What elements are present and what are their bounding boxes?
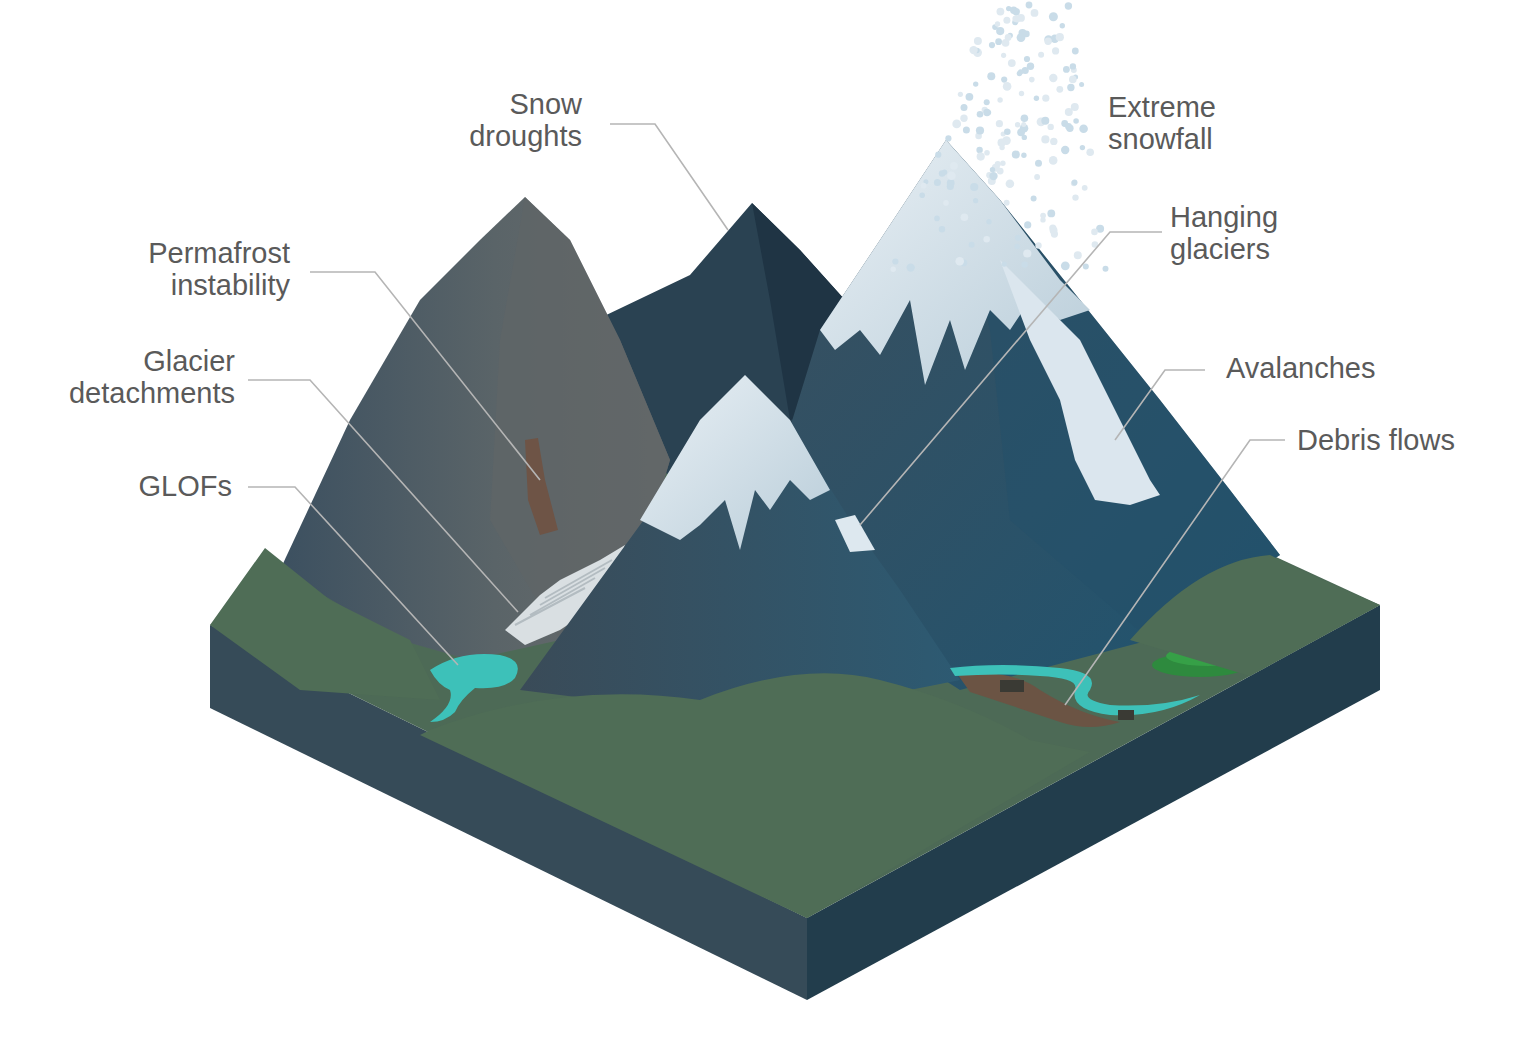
front-peak bbox=[520, 375, 960, 720]
hazard-label: Avalanches bbox=[1226, 352, 1375, 384]
hill-front bbox=[420, 673, 1090, 918]
front-peak-snow bbox=[640, 375, 830, 550]
hazard-label: Extreme snowfall bbox=[1108, 91, 1288, 155]
leader-lines bbox=[248, 124, 1285, 705]
hazard-label: Glacier detachments bbox=[35, 345, 235, 409]
hazard-label: Permafrost instability bbox=[115, 237, 290, 301]
hazard-label: Snow droughts bbox=[432, 88, 582, 152]
hill-left bbox=[210, 548, 440, 700]
hazard-label: Debris flows bbox=[1297, 424, 1455, 456]
hazard-label: Hanging glaciers bbox=[1170, 201, 1340, 265]
hanging-glacier bbox=[835, 515, 875, 552]
permafrost-scar bbox=[525, 438, 558, 535]
hazard-label: GLOFs bbox=[139, 470, 232, 502]
avalanche-snow bbox=[1000, 260, 1160, 505]
hill-right bbox=[1130, 555, 1380, 676]
snowfall-dots bbox=[891, 2, 1109, 272]
